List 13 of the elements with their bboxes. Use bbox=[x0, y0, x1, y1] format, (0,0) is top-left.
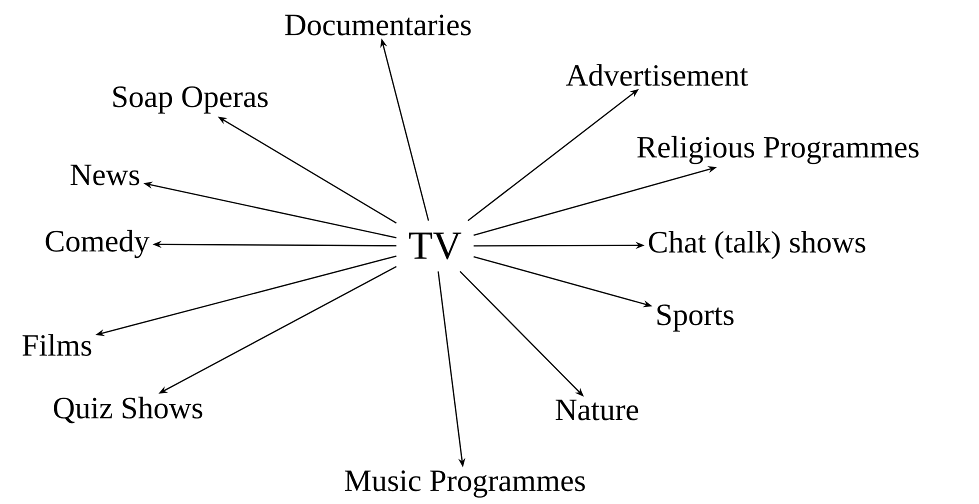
category-label: News bbox=[70, 164, 140, 186]
category-label: Nature bbox=[556, 400, 638, 420]
category-label: Comedy bbox=[46, 230, 150, 258]
category-label: Soap Operas bbox=[113, 86, 268, 114]
category-label: Religious Programmes bbox=[637, 136, 919, 164]
category-label: Advertisement bbox=[566, 64, 748, 86]
category-label: Music Programmes bbox=[344, 470, 585, 498]
category-label: Documentaries bbox=[285, 14, 471, 36]
hub-label: TV bbox=[409, 232, 462, 260]
category-label: Films bbox=[22, 334, 92, 356]
category-label: Sports bbox=[657, 304, 734, 332]
category-label: Chat (talk) shows bbox=[648, 230, 866, 260]
category-label: Quiz Shows bbox=[54, 396, 202, 424]
